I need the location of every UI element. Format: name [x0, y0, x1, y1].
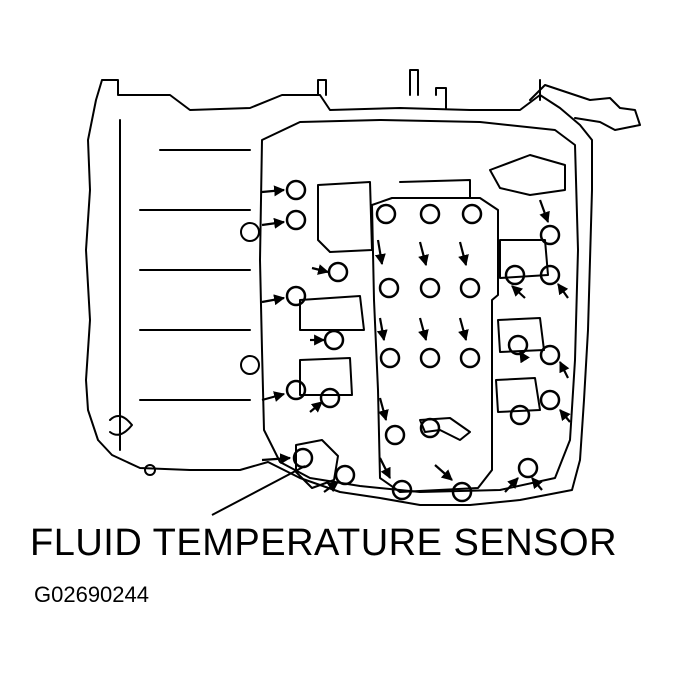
valve-body-flange — [259, 119, 579, 493]
figure-code: G02690244 — [34, 582, 149, 607]
fluid-temperature-sensor — [295, 439, 339, 489]
sensor-leader-line — [211, 465, 306, 516]
transmission-case — [85, 79, 593, 506]
bolt-group — [285, 179, 561, 503]
diagram-caption: FLUID TEMPERATURE SENSOR — [30, 522, 618, 564]
separator-plate — [371, 197, 499, 493]
arrow-group — [261, 185, 571, 493]
